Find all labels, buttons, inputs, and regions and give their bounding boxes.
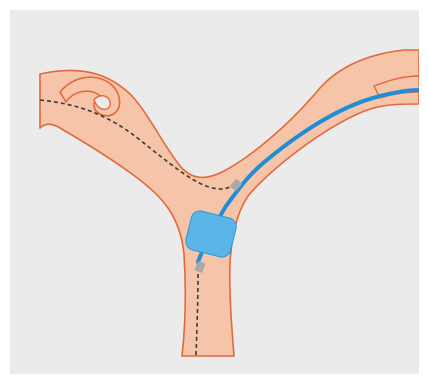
vessel-diagram — [0, 0, 429, 384]
diagram-canvas — [0, 0, 429, 384]
